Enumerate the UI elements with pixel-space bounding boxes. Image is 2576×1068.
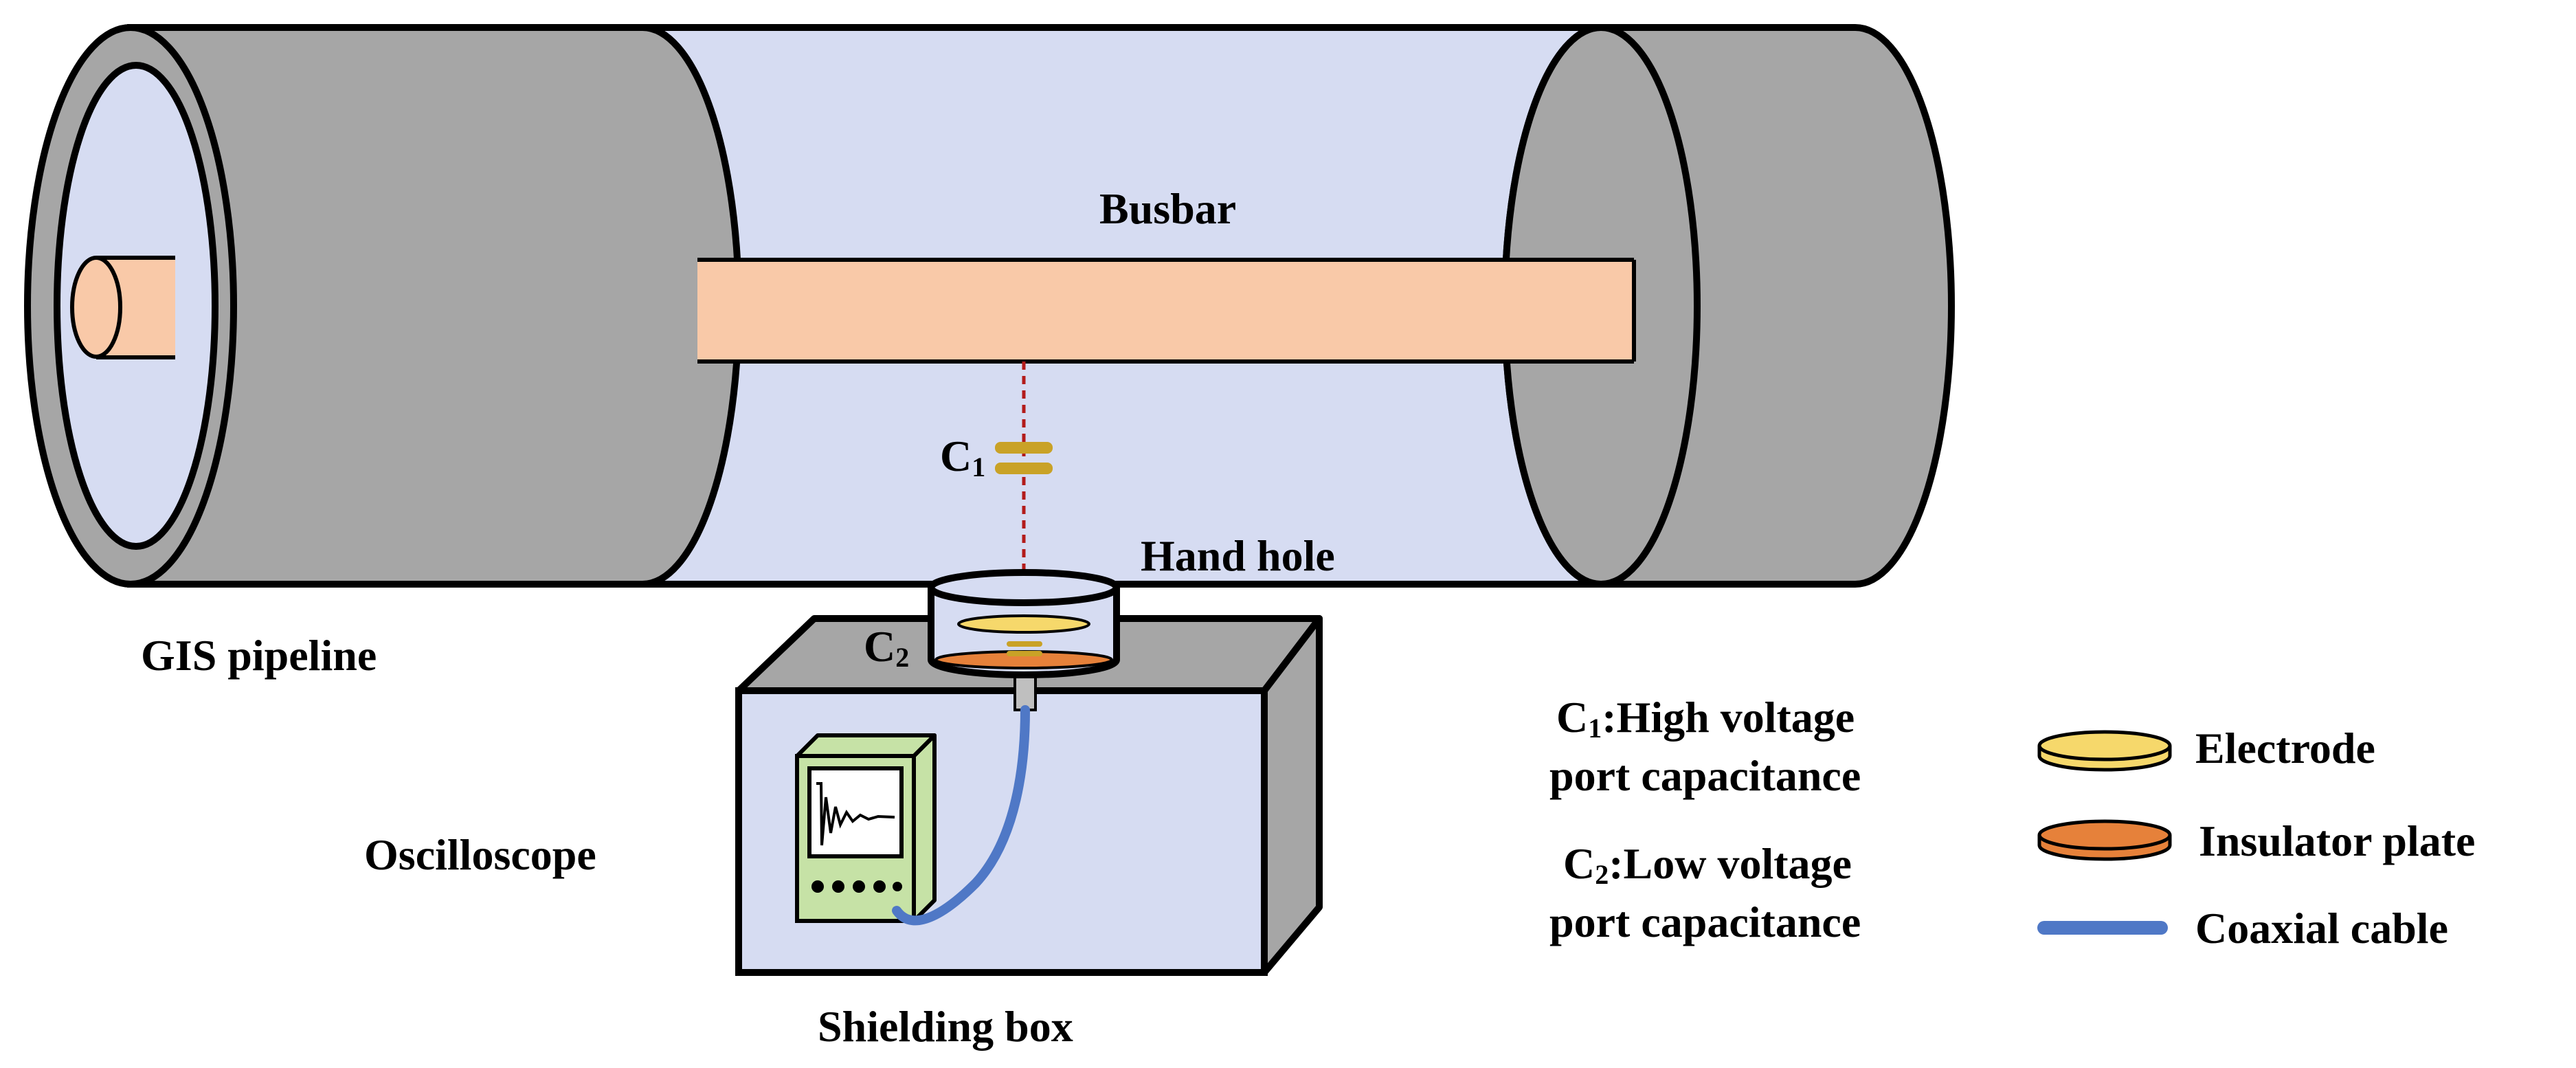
gis-pipeline bbox=[24, 24, 1955, 588]
hand-hole-label: Hand hole bbox=[1141, 531, 1335, 580]
c1-label: C1 bbox=[940, 432, 985, 482]
scope-knob-icon bbox=[811, 880, 824, 893]
hand-hole bbox=[928, 569, 1120, 678]
legend-item-insulator-plate: Insulator plate bbox=[2037, 816, 2475, 865]
scope-side-face bbox=[912, 733, 937, 923]
c2-capacitor-icon bbox=[1007, 641, 1042, 647]
capacitance-definitions: C1:High voltage port capacitance C2:Low … bbox=[1549, 693, 1861, 946]
busbar-left-end-face bbox=[70, 256, 122, 359]
shielding-box-label: Shielding box bbox=[818, 1002, 1073, 1051]
oscilloscope-label: Oscilloscope bbox=[364, 830, 596, 879]
busbar-label: Busbar bbox=[1099, 184, 1236, 233]
hand-hole-top-rim bbox=[928, 569, 1120, 606]
busbar-rod bbox=[697, 260, 1635, 361]
legend-item-coaxial-cable: Coaxial cable bbox=[2037, 904, 2448, 953]
gis-pipeline-label: GIS pipeline bbox=[141, 631, 377, 680]
c2-definition-line1: C2:Low voltage bbox=[1563, 839, 1852, 890]
c2-definition-line2: port capacitance bbox=[1549, 898, 1861, 946]
legend-label-coaxial-cable: Coaxial cable bbox=[2195, 904, 2448, 953]
legend-label-insulator-plate: Insulator plate bbox=[2199, 816, 2475, 865]
cable-connector bbox=[1013, 676, 1037, 711]
legend-item-electrode: Electrode bbox=[2037, 724, 2375, 772]
oscilloscope-device bbox=[795, 733, 937, 923]
c1-definition-line2: port capacitance bbox=[1549, 751, 1861, 800]
legend-label-electrode: Electrode bbox=[2195, 724, 2375, 772]
scope-top-face bbox=[795, 733, 937, 758]
c2-label: C2 bbox=[864, 622, 909, 673]
c1-definition-line1: C1:High voltage bbox=[1556, 693, 1855, 744]
scope-waveform-icon bbox=[816, 782, 895, 846]
hand-hole-electrode bbox=[957, 614, 1090, 634]
legend: Electrode Insulator plate Coaxial cable bbox=[2037, 724, 2475, 953]
c1-capacitor-icon bbox=[995, 442, 1053, 474]
coaxial-cable bbox=[892, 705, 1030, 926]
